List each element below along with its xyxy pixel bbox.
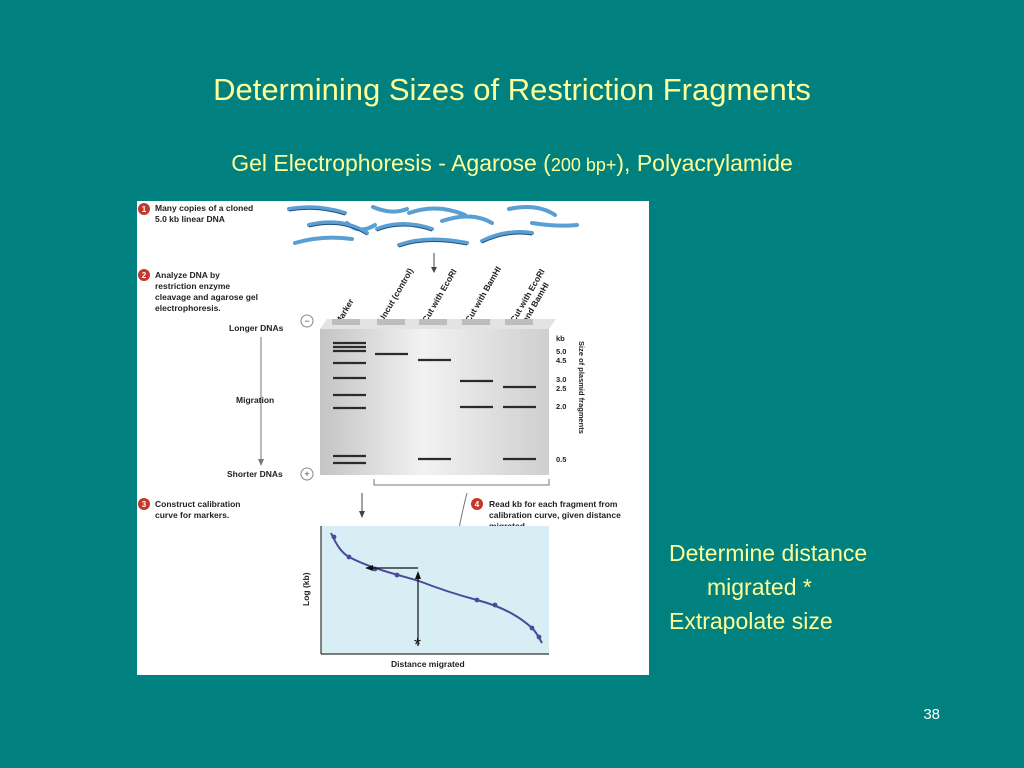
step-2-text-line-4: electrophoresis. (155, 303, 221, 313)
kb-unit: kb (556, 334, 565, 343)
step-2-text-line-1: Analyze DNA by (155, 270, 220, 280)
migration-label: Migration (236, 395, 274, 405)
step-3-badge (138, 498, 150, 510)
positive-electrode-sign: + (304, 469, 309, 479)
slide-title: Determining Sizes of Restriction Fragmen… (213, 72, 811, 107)
step-2-text-line-2: restriction enzyme (155, 281, 230, 291)
lane-labels: Marker Uncut (control) Cut with EcoRI Cu… (333, 265, 551, 326)
kb-value-5-0: 5.0 (556, 347, 566, 356)
kb-value-2-0: 2.0 (556, 402, 566, 411)
note-line-3: Extrapolate size (669, 608, 833, 634)
step-1-text-line-2: 5.0 kb linear DNA (155, 214, 225, 224)
kb-value-3-0: 3.0 (556, 375, 566, 384)
step-3-text-line-2: curve for markers. (155, 510, 229, 520)
step-3-text-line-1: Construct calibration (155, 499, 240, 509)
x-axis-label: Distance migrated (391, 659, 465, 669)
shorter-dnas-label: Shorter DNAs (227, 469, 283, 479)
subtitle-text-start: Gel Electrophoresis - Agarose ( (231, 150, 551, 176)
step-4-number: 4 (475, 500, 480, 509)
step-2-number: 2 (142, 271, 147, 280)
dna-molecules-illustration (287, 205, 579, 247)
calibration-curve-graph: Log (kb) Distance migrated * (301, 526, 549, 669)
step-1: 1 Many copies of a cloned 5.0 kb linear … (138, 203, 253, 224)
gel-bands (333, 341, 536, 465)
plasmid-size-side-label: Size of plasmid fragments (577, 341, 586, 434)
subtitle-size-note: 200 bp+ (550, 155, 617, 175)
slide-page-number: 38 (923, 706, 940, 723)
kb-value-2-5: 2.5 (556, 384, 566, 393)
kb-value-0-5: 0.5 (556, 455, 566, 464)
negative-electrode-icon (300, 314, 314, 328)
step-4-text-line-1: Read kb for each fragment from (489, 499, 618, 509)
step-1-text-line-1: Many copies of a cloned (155, 203, 253, 213)
step-1-number: 1 (142, 205, 147, 214)
longer-dnas-label: Longer DNAs (229, 323, 284, 333)
step-1-badge (138, 203, 150, 215)
slide-subtitle: Gel Electrophoresis - Agarose (200 bp+),… (0, 150, 1024, 177)
step-2-text-line-3: cleavage and agarose gel (155, 292, 258, 302)
note-line-2: migrated * (707, 574, 812, 600)
positive-electrode-icon (300, 467, 314, 481)
distance-asterisk: * (414, 635, 421, 655)
lane-label-ecori: Cut with EcoRI (420, 267, 459, 324)
agarose-gel (320, 319, 556, 475)
step-4-badge (471, 498, 483, 510)
step-4-text-line-2: calibration curve, given distance (489, 510, 621, 520)
y-axis-label: Log (kb) (301, 572, 311, 606)
lane-label-bamhi: Cut with BamHI (463, 265, 503, 324)
calibration-points (331, 534, 542, 640)
lane-label-uncut: Uncut (control) (376, 266, 415, 324)
kb-scale: kb 5.0 4.5 3.0 2.5 2.0 0.5 Size of plasm… (556, 334, 586, 464)
notes-text: Determine distance migrated * Extrapolat… (669, 536, 867, 638)
step-2: 2 Analyze DNA by restriction enzyme clea… (138, 269, 258, 313)
step-3: 3 Construct calibration curve for marker… (138, 498, 240, 520)
subtitle-text-end: ), Polyacrylamide (616, 150, 793, 176)
step-3-number: 3 (142, 500, 147, 509)
migration-axis: Longer DNAs − Migration Shorter DNAs + (227, 314, 314, 481)
gel-electrophoresis-figure: 1 Many copies of a cloned 5.0 kb linear … (137, 201, 649, 675)
step-2-badge (138, 269, 150, 281)
negative-electrode-sign: − (304, 316, 309, 326)
kb-value-4-5: 4.5 (556, 356, 566, 365)
note-line-1: Determine distance (669, 540, 868, 566)
